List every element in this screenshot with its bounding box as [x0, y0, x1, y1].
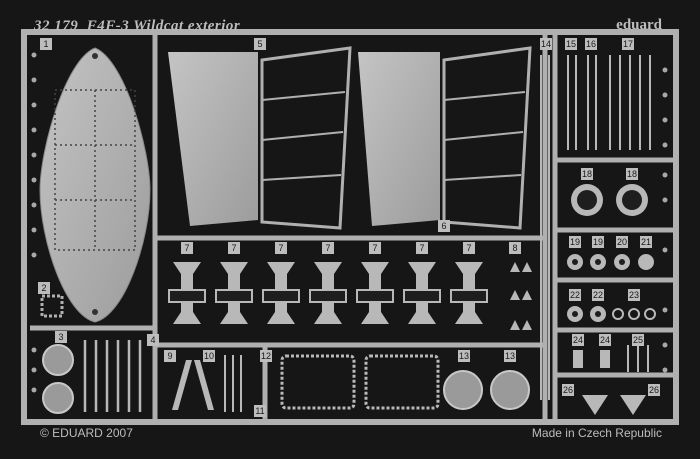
part-23-loops	[612, 308, 656, 320]
part-25-rods	[627, 345, 649, 372]
part-number-25: 25	[632, 334, 644, 346]
part-number-7d: 7	[322, 242, 334, 254]
part-number-7f: 7	[416, 242, 428, 254]
part-number-13b: 13	[504, 350, 516, 362]
part-number-9: 9	[164, 350, 176, 362]
part-number-7a: 7	[181, 242, 193, 254]
part-number-7g: 7	[463, 242, 475, 254]
part-number-17: 17	[622, 38, 634, 50]
part-26-triangles	[582, 395, 646, 415]
fret-frame	[21, 29, 679, 425]
part-8-pointers	[510, 262, 532, 330]
part-number-19b: 19	[592, 236, 604, 248]
part-number-16: 16	[585, 38, 597, 50]
left-drops	[31, 52, 37, 393]
part-number-7b: 7	[228, 242, 240, 254]
right-drops	[662, 67, 668, 373]
part-1-panel	[39, 47, 151, 323]
part-3-mesh-discs	[42, 344, 74, 414]
part-number-20: 20	[616, 236, 628, 248]
copyright-text: © EDUARD 2007	[40, 426, 133, 440]
part-24-clips	[573, 350, 610, 368]
part-2-frame	[40, 294, 64, 318]
part-number-8: 8	[509, 242, 521, 254]
part-19-21-rings	[567, 254, 654, 270]
part-9-10-arms	[172, 360, 214, 410]
part-number-19a: 19	[569, 236, 581, 248]
part-number-7e: 7	[369, 242, 381, 254]
part-6-flap	[358, 46, 532, 230]
part-number-24a: 24	[572, 334, 584, 346]
part-number-18b: 18	[626, 168, 638, 180]
part-number-1: 1	[40, 38, 52, 50]
part-12-frames	[280, 354, 440, 410]
part-number-15: 15	[565, 38, 577, 50]
part-number-24b: 24	[599, 334, 611, 346]
part-18-discs	[571, 184, 648, 216]
part-7-brackets	[168, 262, 488, 324]
part-number-2: 2	[38, 282, 50, 294]
part-number-18a: 18	[581, 168, 593, 180]
part-number-14: 14	[540, 38, 552, 50]
runners	[30, 34, 676, 420]
part-number-3: 3	[55, 331, 67, 343]
part-number-13a: 13	[458, 350, 470, 362]
part-number-23: 23	[628, 289, 640, 301]
part-number-7c: 7	[275, 242, 287, 254]
part-number-26a: 26	[562, 384, 574, 396]
origin-text: Made in Czech Republic	[531, 426, 662, 440]
part-number-22a: 22	[569, 289, 581, 301]
part-number-21: 21	[640, 236, 652, 248]
part-13-mesh-discs	[443, 370, 530, 410]
part-number-12: 12	[260, 350, 272, 362]
part-5-flap	[168, 46, 352, 230]
set-title: 32 179 F4F-3 Wildcat exterior	[34, 18, 241, 34]
part-number-4: 4	[147, 334, 159, 346]
part-number-11: 11	[254, 405, 266, 417]
part-number-6: 6	[438, 220, 450, 232]
part-4-rods	[83, 340, 142, 412]
part-number-26b: 26	[648, 384, 660, 396]
brand-logo: eduard	[616, 17, 662, 33]
part-14-rods	[540, 55, 550, 400]
part-22-23-rings	[567, 306, 606, 322]
part-number-5: 5	[254, 38, 266, 50]
part-number-22b: 22	[592, 289, 604, 301]
part-15-17-rods	[567, 55, 651, 150]
part-number-10: 10	[203, 350, 215, 362]
part-10-rods	[224, 355, 242, 412]
